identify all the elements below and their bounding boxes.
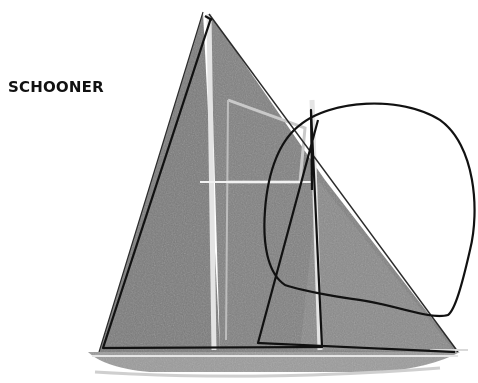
jib-sail (300, 180, 455, 352)
figure-title: SCHOONER (8, 80, 104, 95)
